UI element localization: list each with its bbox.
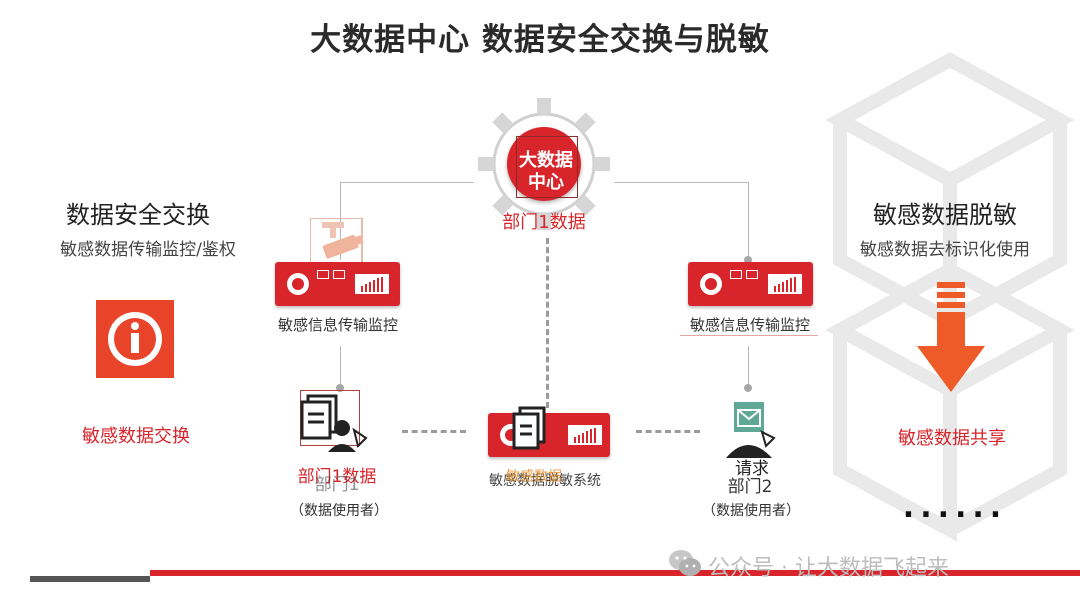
dashed-link-right xyxy=(636,430,700,433)
dept1-name: 部门1 xyxy=(314,475,360,495)
dept1-role: （数据使用者） xyxy=(290,503,388,519)
hub-overlay-box xyxy=(516,136,578,198)
mail-user-icon xyxy=(726,402,776,458)
gear-icon xyxy=(478,98,610,230)
document-icon xyxy=(512,406,546,450)
masking-system-label: 敏感数据脱敏系统 xyxy=(489,473,601,489)
device-logo-icon xyxy=(287,273,309,295)
arrow-down-icon xyxy=(917,282,985,392)
camera-icon xyxy=(310,218,364,268)
info-icon xyxy=(96,300,174,378)
hub-subtitle: 部门1数据 xyxy=(502,212,586,233)
hub-label-line2: 中心 xyxy=(528,172,564,193)
connector-right-top xyxy=(614,182,748,183)
right-panel-label: 敏感数据共享 xyxy=(898,428,1006,449)
footer-gray-bar xyxy=(30,576,150,582)
data-center-hub xyxy=(507,127,581,201)
right-monitor-label: 敏感信息传输监控 xyxy=(689,316,810,334)
connector-right-drop xyxy=(748,182,749,260)
connector-left-drop xyxy=(340,182,341,260)
wechat-icon xyxy=(669,550,701,576)
dept2-role: （数据使用者） xyxy=(702,503,800,519)
masking-system-device xyxy=(488,413,610,457)
connector-left-top xyxy=(340,182,474,183)
transfer-monitor-device-right xyxy=(688,262,813,306)
connector-node xyxy=(744,384,752,392)
document-user-icon xyxy=(300,394,368,452)
ellipsis: ...... xyxy=(902,490,1008,525)
device-signal-icon xyxy=(568,425,602,445)
page-title: 大数据中心 数据安全交换与脱敏 xyxy=(310,22,770,58)
right-panel-heading: 敏感数据脱敏 xyxy=(873,201,1017,229)
dashed-link-left xyxy=(402,430,466,433)
transfer-monitor-device-left xyxy=(275,262,400,306)
dept2-request-label: 请求 xyxy=(735,459,769,479)
left-monitor-label: 敏感信息传输监控 xyxy=(277,316,398,334)
center-dashed-link xyxy=(546,238,549,408)
background-hexagon-pattern xyxy=(825,52,1075,542)
right-panel-subheading: 敏感数据去标识化使用 xyxy=(860,240,1030,260)
watermark-text: 公众号 · 让大数据飞起来 xyxy=(708,556,949,581)
device-signal-icon xyxy=(355,274,389,294)
device-signal-icon xyxy=(768,274,802,294)
hub-label-line1: 大数据 xyxy=(519,150,573,171)
left-panel-heading: 数据安全交换 xyxy=(66,201,210,229)
connector-right-user xyxy=(748,346,749,388)
footer-red-bar xyxy=(150,570,1080,576)
masking-overlay-label: 敏感数据 xyxy=(506,469,562,485)
connector-node xyxy=(336,384,344,392)
dept1-overlay-label: 部门1数据 xyxy=(297,467,377,487)
left-panel-subheading: 敏感数据传输监控/鉴权 xyxy=(60,240,236,260)
connector-node xyxy=(744,256,752,264)
device-logo-icon xyxy=(700,273,722,295)
left-panel-label: 敏感数据交换 xyxy=(82,426,190,447)
connector-left-user xyxy=(340,346,341,388)
dept2-name: 部门2 xyxy=(727,477,773,497)
